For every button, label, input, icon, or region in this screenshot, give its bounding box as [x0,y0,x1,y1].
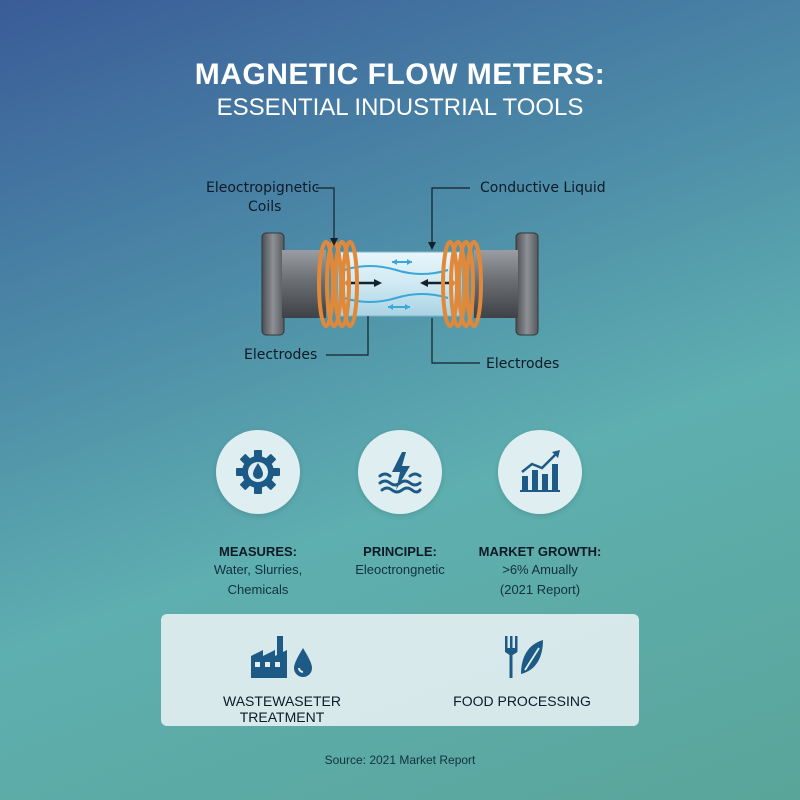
leader-lines [316,187,480,364]
flow-lines [343,265,449,303]
electrodes-label-right: Electrodes [486,356,560,372]
feature-title: MARKET GROWTH: [478,544,602,559]
feature-icon-circle [498,430,582,514]
growth-chart-icon [520,450,560,492]
factory-droplet-icon [251,636,312,678]
feature-icon-circle [216,430,300,514]
feature-desc-line1: Water, Slurries, [213,562,303,577]
source-note: Source: 2021 Market Report [324,753,476,767]
application-food-processing: FOOD PROCESSING [437,634,607,709]
application-wastewater: WASTEWASETER TREATMENT [187,634,377,725]
right-flange [474,232,539,336]
coils-label-line2: Coils [248,199,282,215]
feature-icon-circle [358,430,442,514]
feature-desc-line2: Chemicals [227,582,289,597]
right-coil [441,240,483,328]
application-label: WASTEWASETER TREATMENT [223,693,341,725]
left-coil [317,240,359,328]
feature-market-growth: MARKET GROWTH: >6% Amually (2021 Report) [470,430,610,599]
feature-measures: MEASURES: Water, Slurries, Chemicals [188,430,328,599]
flow-arrows [350,259,452,310]
feature-desc-line1: Eleoctrongnetic [355,562,445,577]
gear-droplet-icon [236,450,280,494]
feature-principle: PRINCIPLE: Eleoctrongnetic [330,430,470,581]
coils-label-line1: Eleoctropignetic [206,180,320,196]
left-flange [261,232,326,336]
feature-desc-line1: >6% Amually [502,562,578,577]
page-title: MAGNETIC FLOW METERS: [194,58,606,91]
lightning-waves-icon [378,452,422,494]
feature-title: PRINCIPLE: [363,544,437,559]
application-label: FOOD PROCESSING [453,693,591,709]
applications-panel: WASTEWASETER TREATMENT FOOD PROCESSING [161,614,639,726]
feature-title: MEASURES: [218,544,297,559]
page-subtitle: ESSENTIAL INDUSTRIAL TOOLS [216,94,584,121]
fork-leaf-icon [505,636,543,678]
feature-desc-line2: (2021 Report) [499,582,581,597]
conductive-liquid-label: Conductive Liquid [480,180,606,196]
electrodes-label-left: Electrodes [244,347,318,363]
